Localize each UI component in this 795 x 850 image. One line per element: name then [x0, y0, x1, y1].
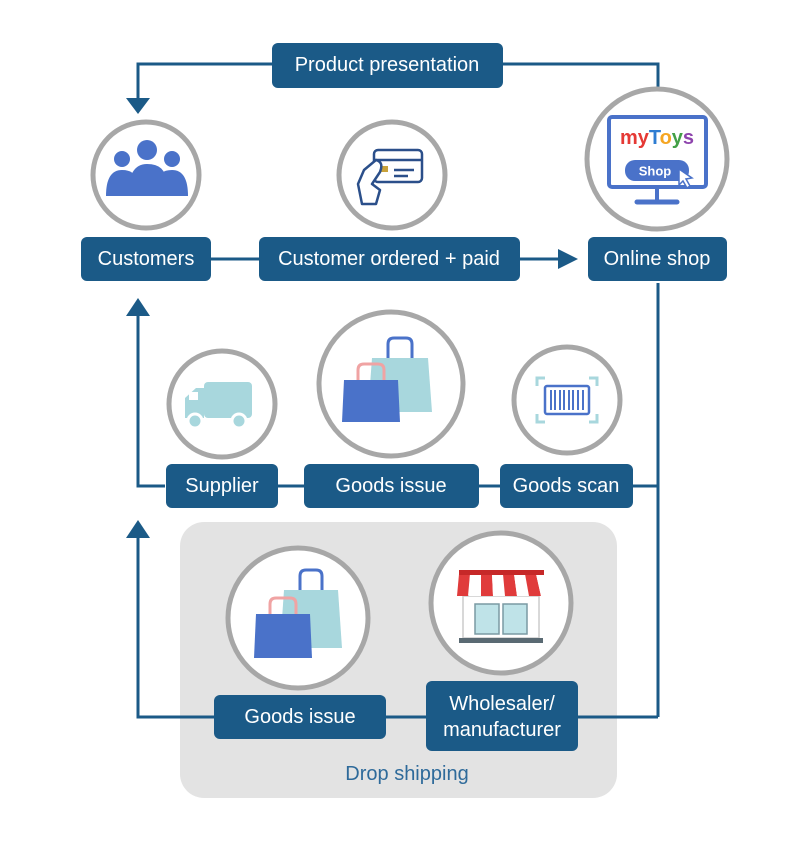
supplier-node	[166, 348, 278, 460]
supplier-to-customers-connector	[136, 312, 165, 488]
shopping-bags-icon	[254, 568, 342, 658]
goods-scan-node	[511, 344, 623, 456]
customers-label: Customers	[98, 248, 195, 270]
shop-button-label: Shop	[639, 164, 672, 179]
arrow-to-online-shop	[558, 249, 578, 269]
customer-ordered-paid-box: Customer ordered + paid	[259, 237, 520, 281]
payment-node	[336, 119, 448, 231]
online-shop-box: Online shop	[588, 237, 727, 281]
card-payment-icon	[356, 148, 424, 206]
arrow-up-from-dropship	[126, 520, 150, 538]
dropship-goods-issue-node	[225, 545, 371, 691]
product-presentation-label: Product presentation	[295, 54, 480, 76]
goods-scan-label: Goods scan	[513, 475, 620, 497]
shopping-bags-icon	[342, 336, 432, 422]
delivery-truck-icon	[185, 382, 252, 430]
mytoys-logo: myToys	[620, 127, 694, 149]
cursor-icon	[678, 167, 694, 190]
wholesaler-label-line1: Wholesaler/	[449, 693, 555, 715]
dropship-to-customers-connector	[136, 534, 214, 719]
customer-ordered-paid-label: Customer ordered + paid	[278, 248, 500, 270]
arrow-to-customers	[126, 98, 150, 114]
online-shop-label: Online shop	[604, 248, 711, 270]
customers-node	[90, 119, 202, 231]
dropship-goods-issue-box: Goods issue	[214, 695, 386, 739]
customers-group-icon	[106, 140, 188, 196]
goods-issue-box: Goods issue	[304, 464, 479, 508]
wholesaler-label-line2: manufacturer	[443, 719, 561, 741]
barcode-scan-icon	[535, 376, 599, 424]
storefront-icon	[457, 570, 546, 643]
product-presentation-box: Product presentation	[272, 43, 503, 88]
wholesaler-box: Wholesaler/ manufacturer	[426, 681, 578, 751]
supplier-box: Supplier	[166, 464, 278, 508]
goods-issue-label: Goods issue	[335, 475, 446, 497]
drop-shipping-label: Drop shipping	[345, 763, 468, 785]
wholesaler-node	[428, 530, 574, 676]
dropship-goods-issue-label: Goods issue	[244, 706, 355, 728]
online-shop-node: myToys Shop	[584, 86, 730, 232]
supplier-label: Supplier	[185, 475, 259, 497]
online-shop-monitor-icon: myToys Shop	[607, 115, 708, 205]
goods-scan-box: Goods scan	[500, 464, 633, 508]
customers-box: Customers	[81, 237, 211, 281]
arrow-up-to-customers	[126, 298, 150, 316]
goods-issue-node	[316, 309, 466, 459]
